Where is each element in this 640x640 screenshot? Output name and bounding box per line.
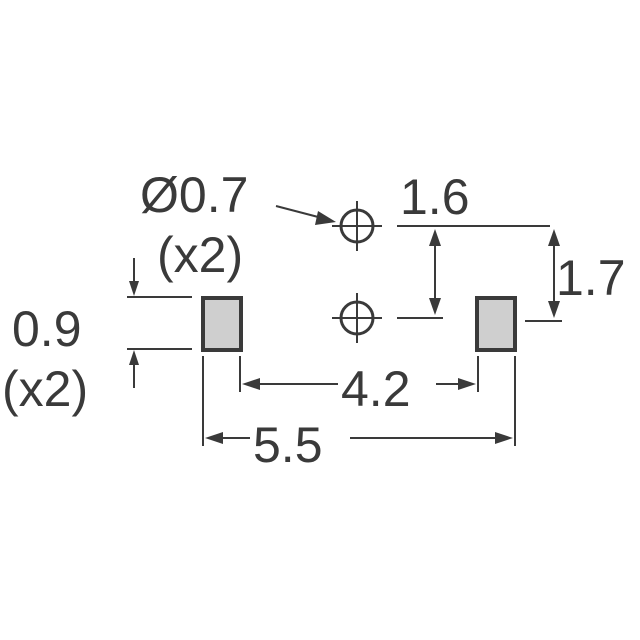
pad-inner-spacing-label: 4.2: [341, 361, 411, 417]
hole-pitch-dimension: [525, 229, 562, 322]
top-hole: [332, 201, 382, 251]
hole-diameter-label: Ø0.7: [140, 167, 248, 223]
pad-outer-spacing-label: 5.5: [253, 417, 323, 473]
pad-count-label: (x2): [2, 361, 88, 417]
bottom-hole: [332, 293, 382, 343]
right-pad: [475, 296, 517, 352]
hole-diameter-leader: [275, 205, 336, 225]
left-pad: [201, 296, 243, 352]
hole-offset-dimension: [397, 225, 550, 319]
pad-width-label: 0.9: [12, 301, 82, 357]
pad-width-dimension: [127, 258, 192, 388]
hole-offset-label: 1.6: [400, 169, 470, 225]
hole-pitch-label: 1.7: [556, 250, 626, 306]
hole-count-label: (x2): [157, 227, 243, 283]
pad-outer-spacing-dimension: [202, 356, 516, 446]
pad-inner-spacing-dimension: [239, 356, 479, 392]
